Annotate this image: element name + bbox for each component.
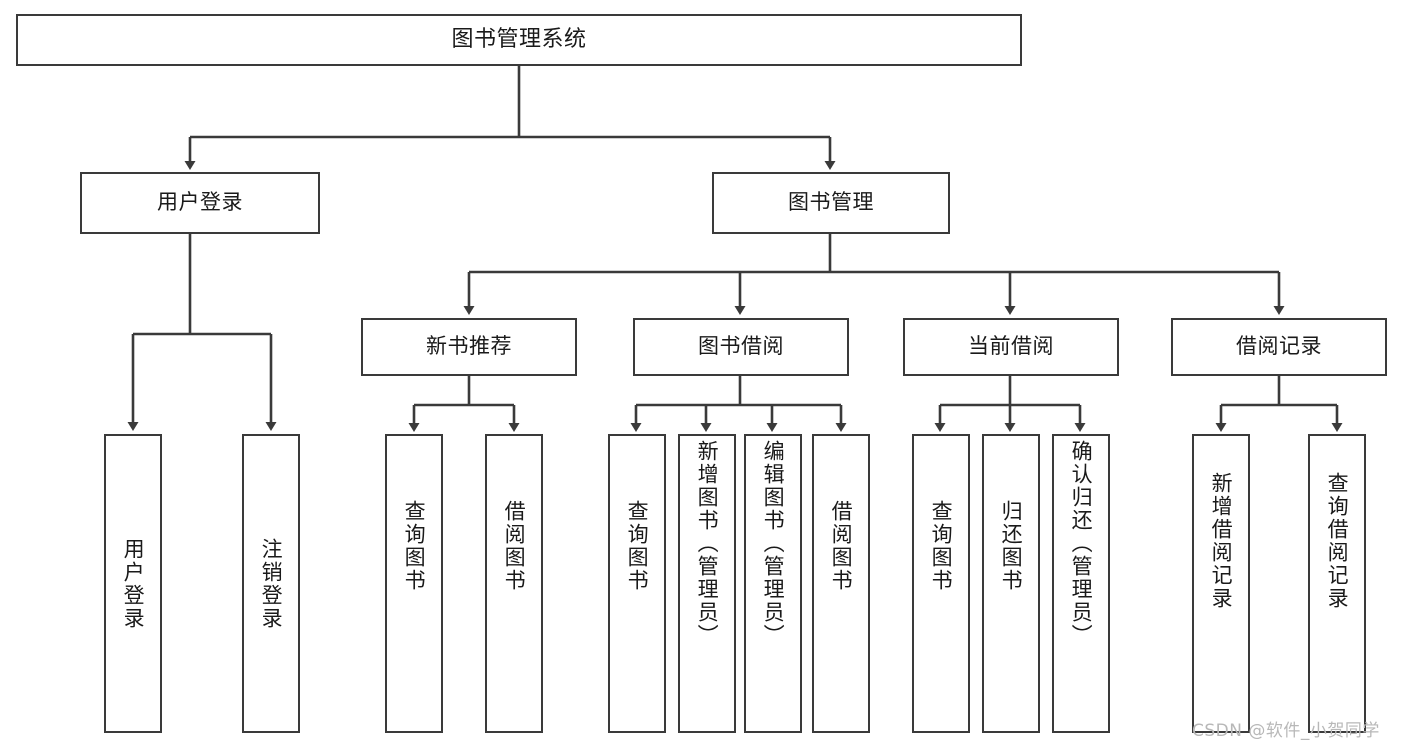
- node-label: 归还图书: [999, 500, 1024, 592]
- edge-group-borrow-record: [1215, 376, 1343, 432]
- node-label: 注销登录: [259, 537, 284, 630]
- leaf-borrow-record-query[interactable]: 查询借阅记录: [1308, 434, 1366, 733]
- node-label: 查询图书: [929, 500, 954, 592]
- leaf-book-borrow-edit[interactable]: 编辑图书（管理员）: [744, 434, 802, 733]
- edge-group-book-borrow: [630, 376, 847, 432]
- node-label: 编辑图书（管理员）: [761, 440, 786, 647]
- node-label: 借阅图书: [502, 500, 527, 592]
- edge-group-new-book: [408, 376, 520, 432]
- node-book-management[interactable]: 图书管理: [712, 172, 950, 234]
- node-label: 图书借阅: [698, 334, 784, 359]
- leaf-current-borrow-return[interactable]: 归还图书: [982, 434, 1040, 733]
- leaf-borrow-record-add[interactable]: 新增借阅记录: [1192, 434, 1250, 733]
- node-label: 用户登录: [121, 537, 146, 630]
- node-root-system[interactable]: 图书管理系统: [16, 14, 1022, 66]
- node-label: 新书推荐: [426, 334, 512, 359]
- leaf-current-borrow-query[interactable]: 查询图书: [912, 434, 970, 733]
- node-book-borrow[interactable]: 图书借阅: [633, 318, 849, 376]
- edge-group-root: [184, 66, 836, 170]
- node-label: 借阅记录: [1236, 334, 1322, 359]
- leaf-user-login-logout[interactable]: 注销登录: [242, 434, 300, 733]
- node-label: 新增图书（管理员）: [695, 440, 720, 647]
- leaf-new-book-borrow[interactable]: 借阅图书: [485, 434, 543, 733]
- node-label: 图书管理系统: [451, 26, 587, 52]
- edge-group-book-manage: [463, 234, 1285, 315]
- node-current-borrow[interactable]: 当前借阅: [903, 318, 1119, 376]
- node-label: 借阅图书: [829, 500, 854, 592]
- leaf-new-book-query[interactable]: 查询图书: [385, 434, 443, 733]
- node-label: 当前借阅: [968, 334, 1054, 359]
- node-label: 查询图书: [625, 500, 650, 592]
- node-label: 新增借阅记录: [1209, 472, 1234, 610]
- leaf-book-borrow-query[interactable]: 查询图书: [608, 434, 666, 733]
- edge-group-current-borrow: [934, 376, 1086, 432]
- node-label: 确认归还（管理员）: [1069, 440, 1094, 647]
- node-label: 查询图书: [402, 500, 427, 592]
- edge-group-user-login: [127, 234, 277, 431]
- leaf-current-borrow-confirm[interactable]: 确认归还（管理员）: [1052, 434, 1110, 733]
- node-label: 用户登录: [157, 190, 243, 215]
- leaf-user-login-login[interactable]: 用户登录: [104, 434, 162, 733]
- node-label: 查询借阅记录: [1325, 472, 1350, 610]
- node-user-login[interactable]: 用户登录: [80, 172, 320, 234]
- leaf-book-borrow-borrow[interactable]: 借阅图书: [812, 434, 870, 733]
- csdn-watermark: CSDN @软件_小贺同学: [1192, 721, 1380, 741]
- node-new-book-recommend[interactable]: 新书推荐: [361, 318, 577, 376]
- leaf-book-borrow-add[interactable]: 新增图书（管理员）: [678, 434, 736, 733]
- node-label: 图书管理: [788, 190, 874, 215]
- node-borrow-record[interactable]: 借阅记录: [1171, 318, 1387, 376]
